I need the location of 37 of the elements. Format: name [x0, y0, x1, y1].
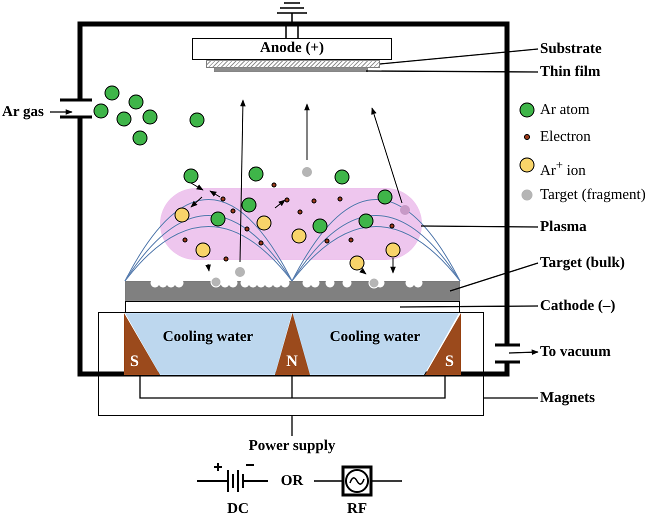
legend-text: Electron [540, 128, 591, 146]
magnet-pole [124, 312, 160, 374]
leader-line [450, 262, 538, 292]
target-bar [125, 281, 460, 301]
part-label: DC [227, 500, 249, 518]
leader-line [421, 225, 538, 228]
legend-text: Ar$^{+}$ ion [540, 157, 586, 180]
part-label: Cooling water [328, 328, 422, 346]
magnet-pole [274, 312, 310, 374]
legend-text: Target (fragment) [540, 186, 646, 204]
thin-film-layer [214, 68, 368, 72]
part-label: To vacuum [540, 343, 611, 361]
part-label: Power supply [248, 437, 336, 455]
part-label: Substrate [540, 40, 602, 58]
leader-line [400, 305, 538, 308]
arrow [508, 349, 539, 356]
leader-line [380, 48, 538, 65]
leader-line [366, 70, 538, 73]
leader-line [484, 397, 538, 399]
part-label: Cathode (–) [540, 297, 616, 315]
magnet-pole [424, 312, 460, 374]
part-label: Ar gas [2, 103, 44, 121]
magnet-housing [98, 312, 484, 416]
arrow [50, 109, 73, 115]
part-label: S [444, 352, 455, 370]
substrate-plate [206, 60, 380, 68]
part-label: S [129, 352, 140, 370]
part-label: Plasma [540, 218, 587, 236]
part-label: OR [280, 472, 304, 490]
part-label: Cooling water [162, 328, 254, 346]
part-label: RF [347, 500, 367, 518]
part-label: Magnets [540, 389, 595, 407]
anode-plate: Anode (+) [192, 38, 392, 60]
part-label: Thin film [540, 63, 600, 81]
part-label: N [285, 352, 299, 370]
legend-text: Ar atom [540, 101, 590, 119]
part-label: Target (bulk) [540, 254, 625, 272]
